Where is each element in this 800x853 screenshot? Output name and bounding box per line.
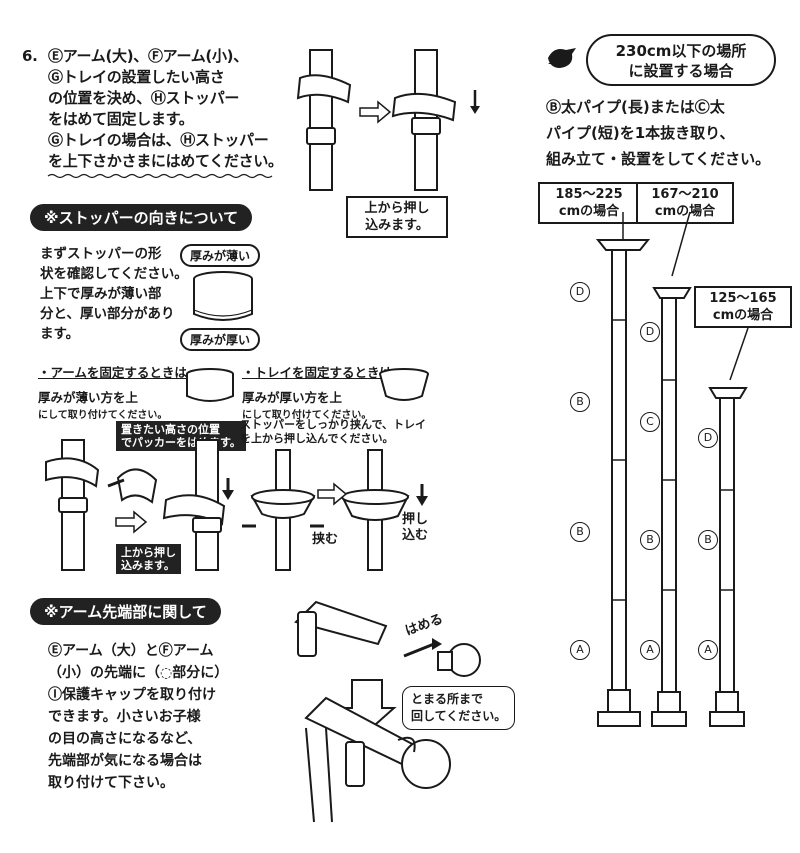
pole-part-label: D	[698, 428, 718, 448]
arm-tip-line: 取り付けて下さい。	[48, 775, 174, 791]
step6-number: 6.	[22, 47, 38, 65]
thin-ring-icon	[186, 368, 234, 402]
tray-note: ストッパーをしっかり挟んで、トレイ を上から押し込んでください。	[240, 418, 426, 446]
step6-line: Ⓖトレイの場合は、Ⓗストッパー	[48, 131, 269, 149]
step6-line: Ⓖトレイの設置したい高さ	[48, 68, 225, 86]
bird-icon	[548, 48, 576, 68]
arm-attach-illustration	[45, 439, 234, 571]
stopper-intro-line: 上下で厚みが薄い部	[40, 286, 162, 302]
thick-label: 厚みが厚い	[180, 328, 261, 351]
pole-part-label: C	[640, 412, 660, 432]
under230-line: Ⓑ太パイプ(長)またはⒸ太	[546, 98, 725, 116]
bubble-line: 230cm以下の場所	[615, 42, 747, 60]
arm-tip-text: Ⓔアーム（大）とⒻアーム （小）の先端に（◌部分に） Ⓘ保護キャップを取り付け …	[48, 640, 268, 794]
under230-line: パイプ(短)を1本抜き取り、	[546, 124, 735, 142]
push-in-label: 押し 込む	[402, 512, 428, 544]
tray-note-line: を上から押し込んでください。	[240, 432, 394, 445]
arm-rule-title: ・アームを固定するときは	[38, 365, 187, 380]
press-note-line: 込みます。	[365, 218, 429, 233]
push-in-line: 込む	[402, 528, 429, 543]
arm-tip-illustration	[294, 600, 481, 823]
pole-range-value: 185～225	[555, 187, 623, 202]
under230-instructions: Ⓑ太パイプ(長)またはⒸ太 パイプ(短)を1本抜き取り、 組み立て・設置をしてく…	[546, 94, 786, 172]
pole-range-label: 167～210 cmの場合	[636, 182, 734, 224]
arm-rule: ・アームを固定するときは 厚みが薄い方を上 にして取り付けてください。	[38, 362, 187, 421]
stopper-heading: ※ストッパーの向きについて	[30, 204, 253, 231]
stopper-intro-line: まずストッパーの形	[40, 246, 162, 262]
pole-range-unit: cmの場合	[712, 308, 774, 323]
pole-part-label: B	[570, 392, 590, 412]
pole-range-value: 167～210	[651, 187, 719, 202]
under230-line: 組み立て・設置をしてください。	[546, 150, 771, 168]
wavy-underline	[47, 173, 273, 179]
pole-part-label: B	[640, 530, 660, 550]
push-in-line: 押し	[402, 512, 429, 527]
pole-part-label: A	[570, 640, 590, 660]
condition-bubble: 230cm以下の場所 に設置する場合	[586, 34, 776, 86]
pole-range-unit: cmの場合	[558, 204, 620, 219]
step6-line: の位置を決め、Ⓗストッパー	[48, 89, 240, 107]
tray-rule: ・トレイを固定するときは 厚みが厚い方を上 にして取り付けてください。	[242, 362, 392, 421]
tray-rule-title: ・トレイを固定するときは	[242, 365, 393, 380]
pole-range-value: 125～165	[709, 291, 777, 306]
arm-note-line: 置きたい高さの位置	[121, 423, 220, 436]
tray-note-line: ストッパーをしっかり挟んで、トレイ	[240, 418, 427, 431]
arm-tip-line: Ⓔアーム（大）とⒻアーム	[48, 643, 214, 659]
arm-rule-sub: にして取り付けてください。	[38, 410, 168, 421]
arm-tip-line: できます。小さいお子様	[48, 709, 201, 725]
pole-part-label: B	[570, 522, 590, 542]
step6-instructions: Ⓔアーム(大)、Ⓕアーム(小)、 Ⓖトレイの設置したい高さ の位置を決め、Ⓗスト…	[48, 46, 288, 172]
arm-tip-line: （小）の先端に（◌部分に）	[48, 665, 229, 681]
step6-line: をはめて固定します。	[48, 110, 194, 128]
stopper-intro: まずストッパーの形 状を確認してください。 上下で厚みが薄い部 分と、厚い部分が…	[40, 244, 200, 344]
tray-rule-sub: にして取り付けてください。	[242, 410, 372, 421]
press-note-line: 上から押し	[364, 201, 430, 216]
pole-part-label: B	[698, 530, 718, 550]
arm-note: 置きたい高さの位置 でパッカーをはめます。	[116, 421, 246, 451]
stopper-intro-line: 状を確認してください。	[40, 266, 188, 282]
tray-rule-body: 厚みが厚い方を上	[242, 390, 343, 405]
step6-line: Ⓔアーム(大)、Ⓕアーム(小)、	[48, 47, 248, 65]
pole-part-label: D	[570, 282, 590, 302]
step6-line: を上下さかさまにはめてください。	[48, 152, 283, 170]
stopper-ring-icon	[193, 271, 253, 321]
poles-illustration	[595, 211, 749, 727]
arm-tip-heading: ※アーム先端部に関して	[30, 598, 221, 625]
pole-range-unit: cmの場合	[654, 204, 716, 219]
pole-range-label: 185～225 cmの場合	[538, 182, 640, 224]
arm-press-note: 上から押し 込みます。	[116, 544, 181, 574]
arm-tip-line: Ⓘ保護キャップを取り付け	[48, 687, 216, 703]
pole-part-label: D	[640, 322, 660, 342]
turn-note: とまる所まで 回してください。	[402, 686, 516, 730]
tray-attach-illustration	[242, 449, 428, 571]
press-note: 上から押し 込みます。	[346, 196, 448, 238]
turn-note-line: 回してください。	[411, 709, 507, 723]
arm-press-line: 込みます。	[121, 559, 175, 572]
turn-note-line: とまる所まで	[411, 692, 484, 706]
stopper-pole-illustration	[296, 49, 480, 191]
arm-tip-line: 先端部が気になる場合は	[48, 753, 202, 769]
pole-part-label: A	[698, 640, 718, 660]
thin-label: 厚みが薄い	[180, 244, 261, 267]
thick-ring-icon	[379, 368, 429, 401]
pinch-label: 挟む	[312, 532, 339, 547]
pole-range-label: 125～165 cmの場合	[694, 286, 792, 328]
stopper-intro-line: ます。	[40, 326, 80, 342]
arm-tip-line: の目の高さになるなど、	[48, 731, 202, 747]
stopper-intro-line: 分と、厚い部分があり	[40, 306, 175, 322]
bubble-line: に設置する場合	[628, 62, 734, 80]
arm-press-line: 上から押し	[121, 546, 176, 559]
arm-rule-body: 厚みが薄い方を上	[38, 390, 139, 405]
pole-part-label: A	[640, 640, 660, 660]
